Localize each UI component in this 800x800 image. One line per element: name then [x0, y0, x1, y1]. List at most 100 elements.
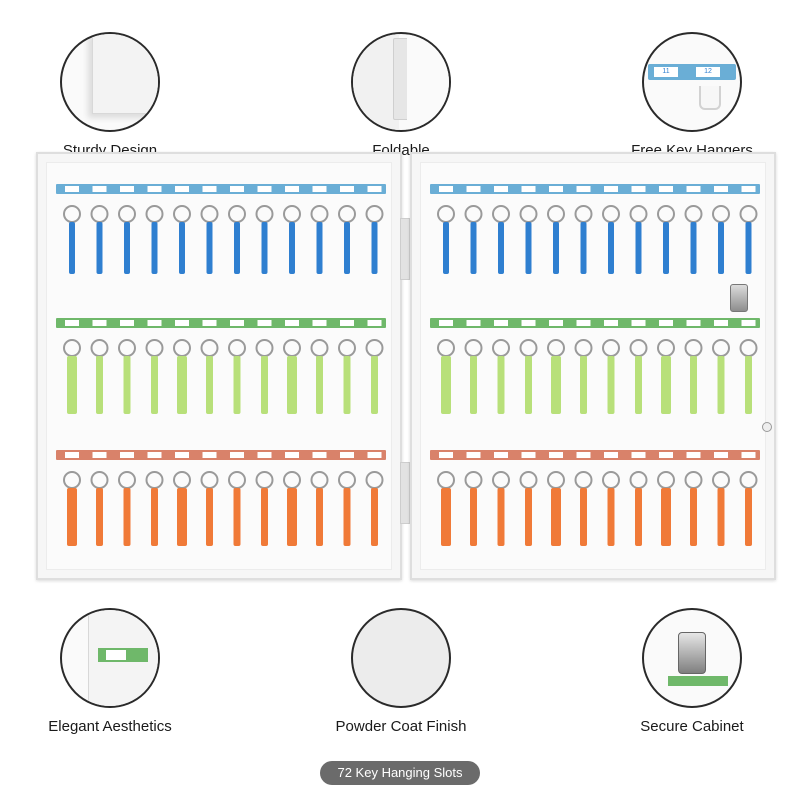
key-ring-icon [739, 471, 758, 489]
slot-label [686, 320, 701, 326]
key-ring-icon [90, 339, 109, 357]
key-tag-icon [551, 356, 561, 414]
slot-label [120, 186, 134, 192]
key-ring-icon [283, 471, 301, 489]
slot-label [714, 320, 728, 326]
key-tag-icon [316, 222, 323, 274]
key-tag-icon [261, 488, 268, 546]
key-ring-icon [574, 205, 593, 223]
slot-label [312, 452, 327, 458]
key-ring-icon [629, 205, 648, 223]
slot-label [686, 452, 701, 458]
key-ring-icon [145, 339, 164, 357]
key-tag-icon [287, 356, 297, 414]
key-tag-icon [67, 488, 77, 546]
cabinet-right-door [410, 152, 776, 580]
key-ring-icon [547, 205, 565, 223]
slot-label [631, 452, 646, 458]
slot-label [631, 186, 646, 192]
slot-label [65, 186, 79, 192]
slot-label [576, 452, 591, 458]
slot-label [340, 320, 354, 326]
key-ring-icon [437, 471, 455, 489]
key-ring-icon [657, 471, 675, 489]
key-ring-icon [228, 471, 246, 489]
key-tag-icon [498, 222, 504, 274]
key-tag-icon [233, 488, 241, 546]
key-ring-icon [437, 339, 455, 357]
slot-label [466, 186, 481, 192]
key-tag-icon [151, 222, 158, 274]
slot-label [521, 320, 536, 326]
key-tag-icon [635, 222, 642, 274]
key-tag-icon [717, 356, 725, 414]
key-tag-icon [525, 488, 532, 546]
slot-label [230, 452, 244, 458]
slot-label [604, 186, 618, 192]
key-tag-icon [551, 488, 561, 546]
slot-label [466, 320, 481, 326]
key-tag-icon [718, 222, 724, 274]
slot-label [202, 320, 217, 326]
key-ring-icon [118, 339, 136, 357]
key-tag-icon [663, 222, 669, 274]
label-strip [56, 184, 386, 194]
key-tag-icon [470, 222, 477, 274]
key-tag-icon [690, 222, 697, 274]
key-tag-icon [745, 488, 752, 546]
slot-label [659, 320, 673, 326]
feature-free-key-hangers: 11 12 Free Key Hangers [592, 32, 792, 159]
feature-foldable: Foldable [301, 32, 501, 159]
key-ring-icon [602, 471, 620, 489]
slot-label [549, 186, 563, 192]
key-ring-icon [365, 205, 384, 223]
slot-label [230, 186, 244, 192]
slot-label [604, 452, 618, 458]
key-tag-icon [343, 356, 351, 414]
key-ring-icon [310, 339, 329, 357]
key-ring-icon [338, 471, 356, 489]
slot-label [741, 320, 756, 326]
key-tag-icon [525, 222, 532, 274]
key-tag-icon [261, 356, 268, 414]
key-ring-icon [255, 205, 274, 223]
slot-label [549, 320, 563, 326]
key-ring-icon [118, 205, 136, 223]
slot-label [521, 186, 536, 192]
key-ring-icon [228, 339, 246, 357]
key-tag-icon [96, 356, 103, 414]
key-ring-icon [90, 205, 109, 223]
lock-icon [730, 284, 748, 312]
slot-label [65, 452, 79, 458]
key-tag-icon [371, 222, 378, 274]
slot-number-11: 11 [654, 67, 678, 77]
key-ring-icon [145, 205, 164, 223]
slot-label [439, 186, 453, 192]
key-tag-icon [661, 488, 671, 546]
left-key-rows [56, 184, 386, 546]
key-ring-icon [492, 339, 510, 357]
door-pin [762, 422, 772, 432]
secure-cabinet-label: Secure Cabinet [640, 718, 744, 735]
slot-label [312, 320, 327, 326]
key-ring-icon [145, 471, 164, 489]
key-ring-icon [684, 471, 703, 489]
key-ring-icon [464, 471, 483, 489]
key-ring-icon [338, 339, 356, 357]
slot-label [230, 320, 244, 326]
key-ring-icon [657, 205, 675, 223]
key-ring-icon [173, 471, 191, 489]
key-tag-icon [745, 356, 752, 414]
key-ring-icon [283, 339, 301, 357]
slot-label [92, 186, 107, 192]
key-tag-icon [123, 356, 131, 414]
slot-label [631, 320, 646, 326]
slot-label [92, 320, 107, 326]
key-ring-icon [310, 205, 329, 223]
slot-label [521, 452, 536, 458]
key-ring-icon [519, 471, 538, 489]
key-tag-icon [177, 488, 187, 546]
powder-coat-finish-image [351, 608, 451, 708]
slot-label [175, 452, 189, 458]
key-tag-icon [124, 222, 130, 274]
